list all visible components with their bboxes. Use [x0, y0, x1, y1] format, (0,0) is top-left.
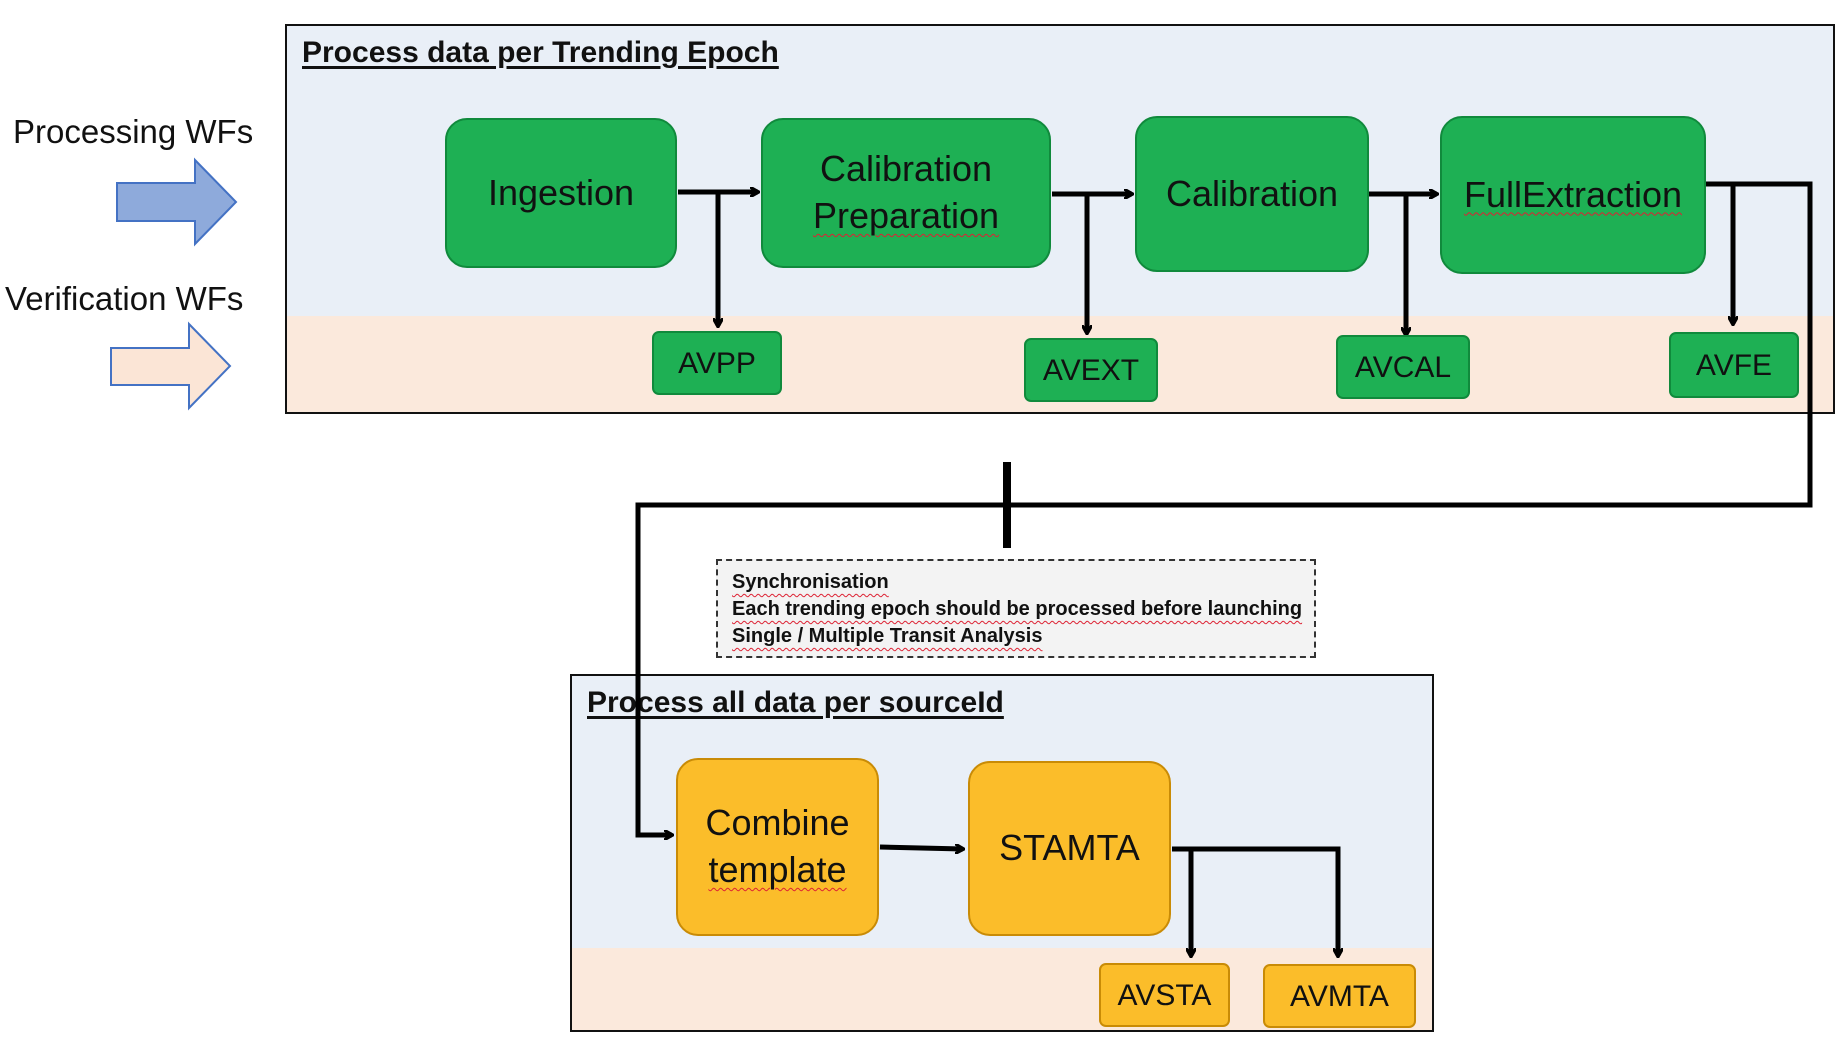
stamta-to-avmta-arrow [1172, 846, 1338, 956]
full-extraction-node: FullExtraction [1440, 116, 1706, 274]
ingestion-node: Ingestion [445, 118, 677, 268]
avext-node: AVEXT [1024, 338, 1158, 402]
processing-wfs-label: Processing WFs [13, 113, 254, 150]
source-id-panel-title: Process all data per sourceId [587, 686, 1004, 719]
verification-wfs-label: Verification WFs [5, 280, 244, 317]
sync-route-line [635, 181, 1813, 835]
avcal-node: AVCAL [1336, 335, 1470, 399]
combine-to-stamta-arrow [879, 847, 963, 849]
synchronisation-line-2: Single / Multiple Transit Analysis [732, 625, 1043, 647]
avsta-node: AVSTA [1099, 963, 1230, 1027]
verification-legend-arrow-icon [110, 321, 232, 411]
synchronisation-line-1: Each trending epoch should be processed … [732, 598, 1303, 620]
synchronisation-heading: Synchronisation [732, 571, 889, 593]
processing-legend-arrow-icon [116, 157, 238, 247]
combine-template-node: Combine template [676, 758, 879, 936]
calibration-node: Calibration [1135, 116, 1369, 272]
trending-epoch-panel-title: Process data per Trending Epoch [302, 36, 779, 69]
synchronisation-note: Synchronisation Each trending epoch shou… [716, 559, 1316, 658]
stamta-node: STAMTA [968, 761, 1171, 936]
avfe-node: AVFE [1669, 332, 1799, 398]
calibration-preparation-node: Calibration Preparation [761, 118, 1051, 268]
avmta-node: AVMTA [1263, 964, 1416, 1028]
avpp-node: AVPP [652, 331, 782, 395]
